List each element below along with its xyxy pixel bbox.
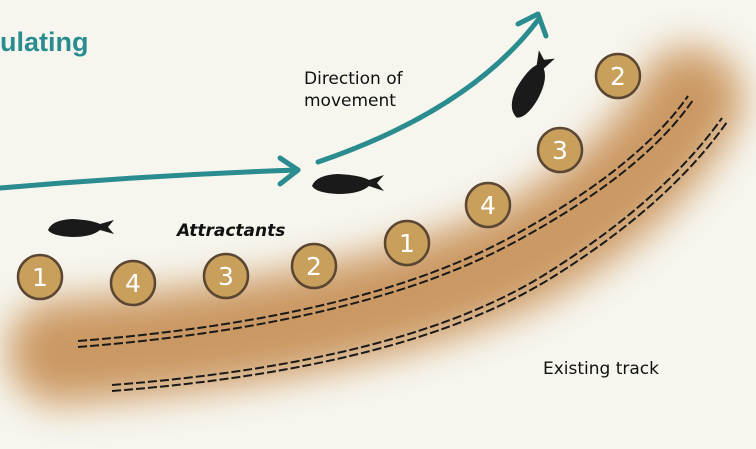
rut-lower-a (111, 117, 723, 386)
attractants-label: Attractants (175, 221, 285, 241)
direction-label-line2: movement (304, 91, 396, 111)
svg-text:3: 3 (218, 262, 234, 291)
attractant-badge: 1 (16, 253, 64, 301)
attractant-badge: 1 (383, 219, 431, 267)
attractant-badge: 4 (109, 259, 157, 307)
arrow-segment-left (0, 167, 301, 191)
animal-silhouette-icon (48, 219, 114, 237)
svg-text:3: 3 (552, 136, 568, 165)
direction-arrow (0, 11, 549, 191)
svg-text:2: 2 (306, 252, 322, 281)
diagram-title: ulating (0, 27, 89, 57)
rut-upper-b (77, 99, 694, 348)
track-glow-inner (20, 60, 730, 392)
svg-text:1: 1 (399, 229, 415, 258)
direction-label-line1: Direction of (304, 69, 404, 89)
attractant-badge: 4 (464, 181, 512, 229)
svg-text:4: 4 (125, 269, 141, 298)
existing-track (0, 40, 750, 412)
arrow-segment-right (315, 17, 541, 165)
svg-text:1: 1 (32, 263, 48, 292)
svg-text:2: 2 (610, 62, 626, 91)
svg-text:4: 4 (480, 191, 496, 220)
attractant-badge: 3 (202, 252, 250, 300)
attractant-badge: 3 (536, 126, 584, 174)
existing-track-label: Existing track (543, 359, 659, 379)
arrowhead-top-icon (515, 11, 549, 39)
animal-silhouette-icon (312, 174, 384, 194)
arrowhead-middle-icon (277, 155, 301, 187)
animal-silhouette-icon (511, 50, 555, 118)
rut-upper-a (77, 95, 689, 342)
rut-lower-b (111, 121, 728, 392)
attractant-badge: 2 (594, 52, 642, 100)
attractant-badge: 2 (290, 242, 338, 290)
